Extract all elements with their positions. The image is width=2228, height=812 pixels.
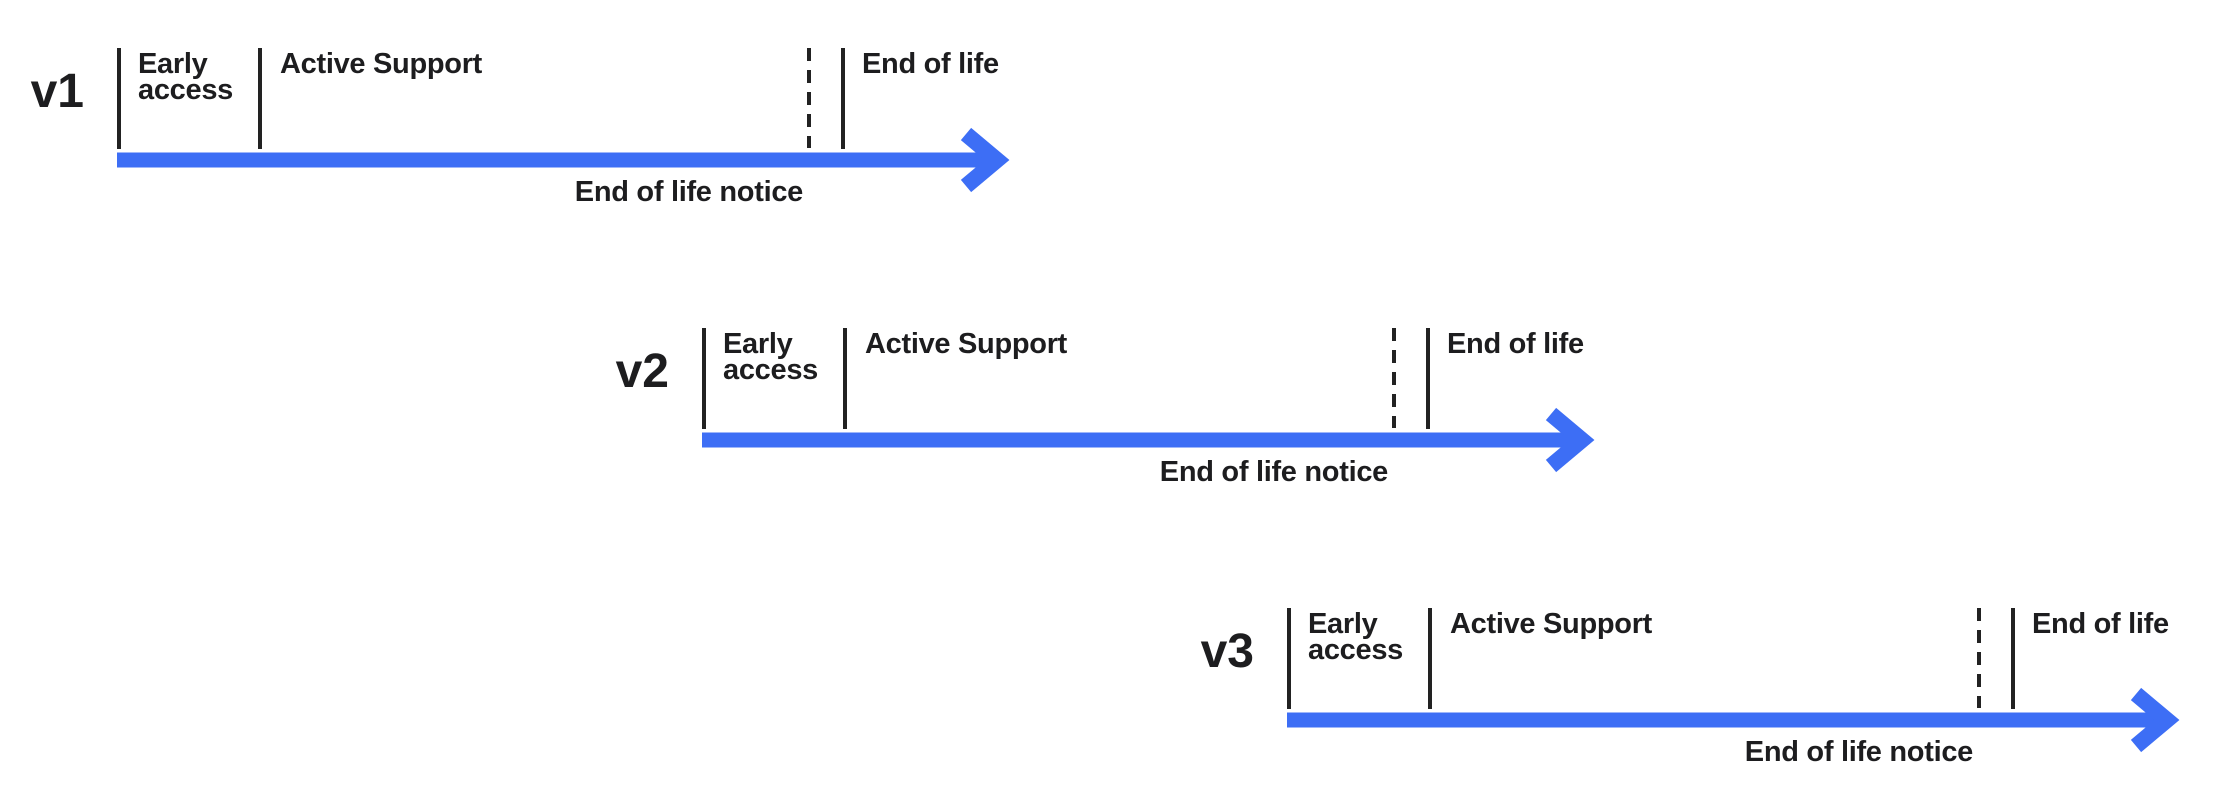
end-of-life-tick — [1426, 328, 1430, 429]
end-of-life-tick — [2011, 608, 2015, 709]
timeline-arrow — [117, 127, 1010, 193]
active-support-label: Active Support — [280, 48, 483, 80]
start-tick — [702, 328, 706, 429]
eol-notice-dashed-tick — [807, 48, 811, 148]
eol-notice-label: End of life notice — [574, 176, 804, 208]
start-tick — [1287, 608, 1291, 709]
arrow-head-icon — [960, 127, 1010, 193]
timeline-v2: v2 Early access Active Support End of li… — [616, 328, 1602, 503]
eol-notice-dashed-tick — [1977, 608, 1981, 708]
start-tick — [117, 48, 121, 149]
timeline-v1: v1 Early access Active Support End of li… — [31, 48, 1017, 223]
early-access-end-tick — [1428, 608, 1432, 709]
end-of-life-label: End of life — [862, 48, 999, 80]
early-access-label: Early access — [138, 48, 233, 106]
version-label: v2 — [615, 345, 669, 398]
version-label: v1 — [30, 65, 84, 118]
timeline-v3: v3 Early access Active Support End of li… — [1201, 608, 2187, 783]
timeline-arrow — [702, 407, 1595, 473]
active-support-label: Active Support — [1450, 608, 1653, 640]
early-access-end-tick — [258, 48, 262, 149]
arrow-head-icon — [2130, 687, 2180, 753]
active-support-label: Active Support — [865, 328, 1068, 360]
eol-notice-dashed-tick — [1392, 328, 1396, 428]
timeline-arrow — [1287, 687, 2180, 753]
end-of-life-tick — [841, 48, 845, 149]
early-access-end-tick — [843, 328, 847, 429]
arrow-head-icon — [1545, 407, 1595, 473]
eol-notice-label: End of life notice — [1159, 456, 1389, 488]
end-of-life-label: End of life — [1447, 328, 1584, 360]
version-label: v3 — [1200, 625, 1254, 678]
early-access-label: Early access — [723, 328, 818, 386]
eol-notice-label: End of life notice — [1744, 736, 1974, 768]
early-access-label: Early access — [1308, 608, 1403, 666]
end-of-life-label: End of life — [2032, 608, 2169, 640]
